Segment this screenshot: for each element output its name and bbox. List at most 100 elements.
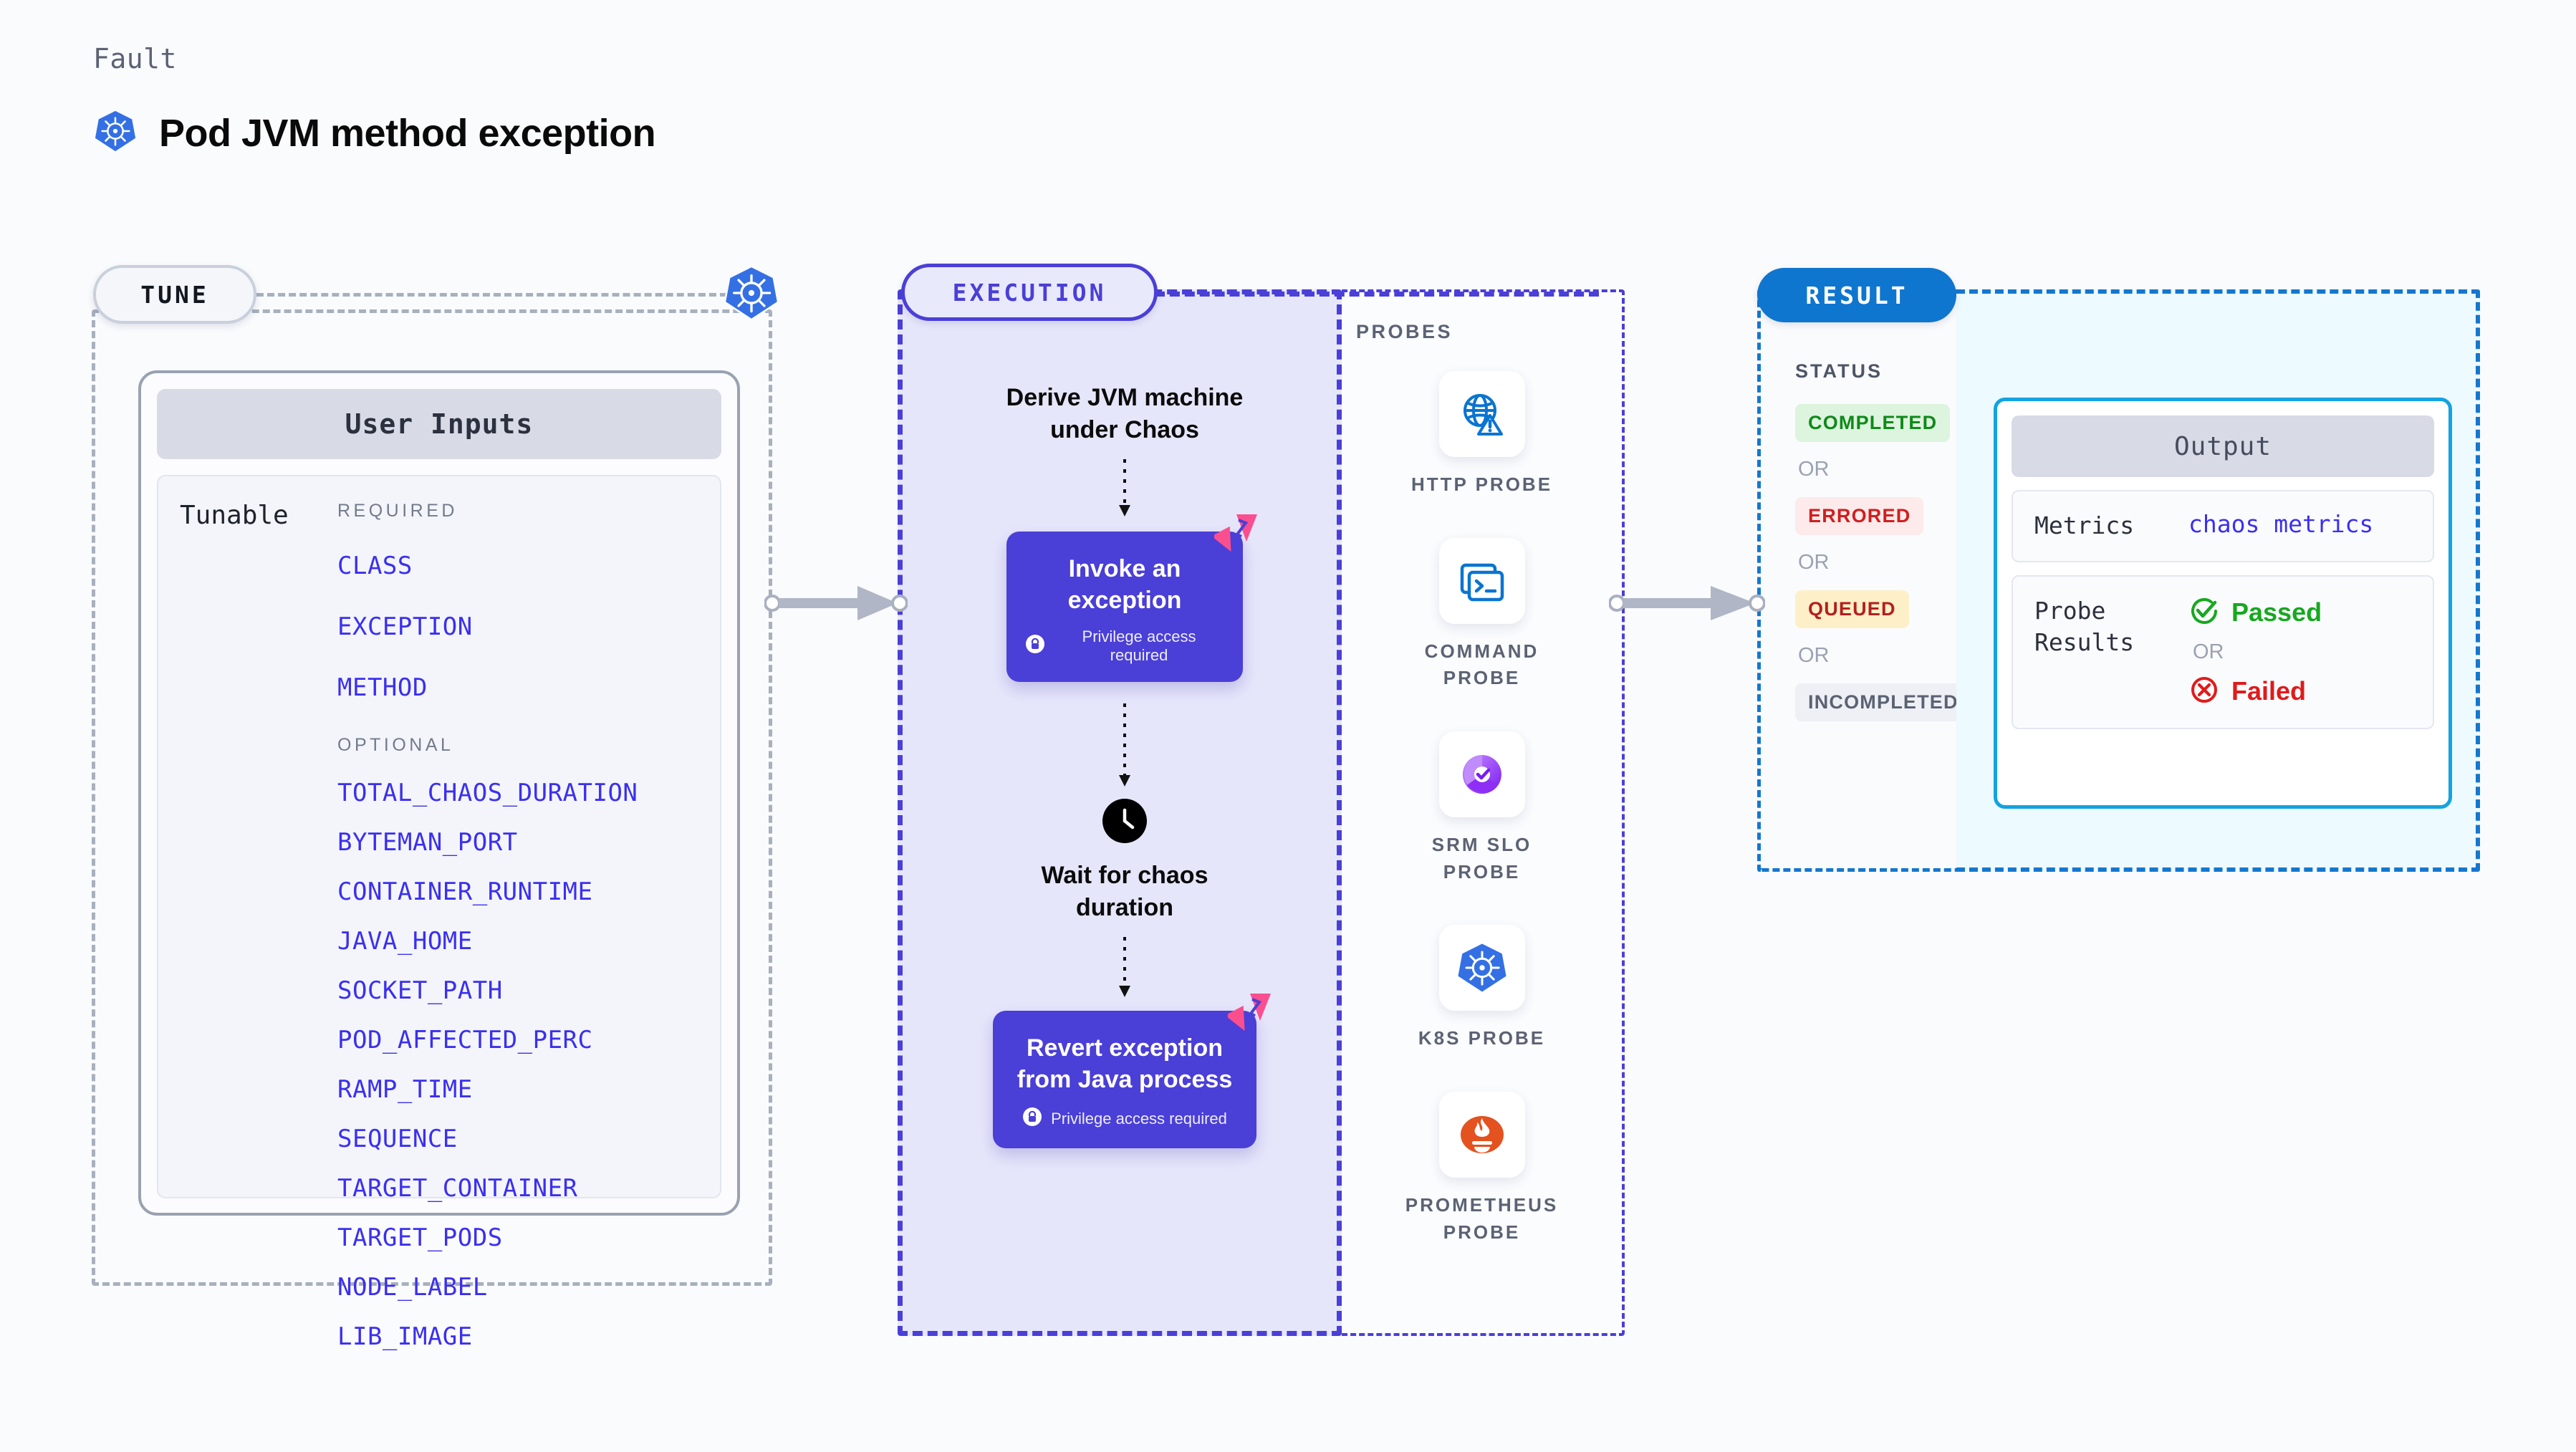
user-inputs-header: User Inputs — [157, 389, 721, 459]
or-separator: OR — [1798, 458, 1830, 481]
param-link[interactable]: TOTAL_CHAOS_DURATION — [337, 779, 638, 807]
param-link[interactable]: SOCKET_PATH — [337, 976, 503, 1005]
param-link[interactable]: METHOD — [337, 673, 428, 702]
probe-results-key: Probe Results — [2034, 596, 2135, 657]
execution-stage-pill[interactable]: EXECUTION — [901, 264, 1158, 321]
param-link[interactable]: NODE_LABEL — [337, 1273, 488, 1302]
execution-flow: Derive JVM machine under Chaos Invoke an… — [903, 294, 1347, 1331]
probe-item[interactable]: SRM SLO PROBE — [1393, 731, 1572, 885]
user-inputs-card: User Inputs Tunable REQUIRED CLASS EXCEP… — [138, 370, 740, 1351]
lock-icon — [1022, 1107, 1042, 1131]
wait-chaos-caption: Wait for chaos duration — [1041, 862, 1208, 921]
tune-stage-panel: User Inputs Tunable REQUIRED CLASS EXCEP… — [92, 309, 772, 1351]
dotted-arrow-down — [1116, 703, 1133, 793]
page-title: Pod JVM method exception — [159, 111, 656, 155]
status-badge-queued: QUEUED — [1795, 590, 1909, 628]
prometheus-icon — [1438, 1092, 1525, 1178]
param-link[interactable]: TARGET_CONTAINER — [337, 1174, 578, 1203]
dotted-arrow-down — [1116, 458, 1133, 523]
probe-verdicts: Passed OR Failed — [2188, 595, 2322, 709]
probe-label: PROMETHEUS PROBE — [1405, 1194, 1559, 1243]
probe-label: HTTP PROBE — [1410, 473, 1553, 495]
optional-group-title: OPTIONAL — [337, 735, 454, 755]
param-link[interactable]: BYTEMAN_PORT — [337, 828, 518, 857]
verdict-failed-label: Failed — [2231, 676, 2307, 706]
globe-warning-icon — [1438, 371, 1525, 457]
verdict-passed: Passed — [2188, 595, 2322, 630]
privilege-note-text: Privilege access required — [1051, 1110, 1227, 1128]
param-link[interactable]: CONTAINER_RUNTIME — [337, 878, 593, 906]
verdict-failed: Failed — [2188, 674, 2322, 709]
probe-item[interactable]: COMMAND PROBE — [1393, 537, 1572, 692]
result-stage-pill[interactable]: RESULT — [1757, 268, 1956, 322]
srm-slo-icon — [1438, 731, 1525, 818]
user-inputs-body: Tunable REQUIRED CLASS EXCEPTION METHOD … — [157, 475, 721, 1351]
flow-arrow-execution-result — [1608, 582, 1766, 628]
check-circle-icon — [2188, 595, 2220, 630]
tune-stage-pill[interactable]: TUNE — [93, 265, 256, 324]
status-options-list: COMPLETED OR ERRORED OR QUEUED OR INCOMP… — [1795, 404, 1971, 721]
kubernetes-icon — [93, 109, 138, 157]
probe-item[interactable]: K8S PROBE — [1393, 925, 1572, 1052]
privilege-note-text: Privilege access required — [1082, 628, 1196, 665]
lock-icon — [1025, 634, 1045, 658]
tune-connector-dash — [256, 293, 738, 297]
invoke-exception-block[interactable]: Invoke an exception Privilege access req… — [1006, 514, 1257, 683]
kubernetes-icon — [1438, 925, 1525, 1011]
probe-label: COMMAND PROBE — [1424, 640, 1539, 689]
output-header: Output — [2012, 415, 2434, 477]
result-output-area: Output Metrics chaos metrics Probe Resul… — [1956, 289, 2480, 872]
status-badge-completed: COMPLETED — [1795, 404, 1951, 442]
probes-panel: HTTP PROBE COMMAND PROBE — [1342, 289, 1625, 1336]
x-circle-icon — [2188, 674, 2220, 709]
metrics-link[interactable]: chaos metrics — [2188, 510, 2374, 538]
metrics-row: Metrics chaos metrics — [2012, 490, 2434, 562]
optional-params-list: TOTAL_CHAOS_DURATION BYTEMAN_PORT CONTAI… — [337, 779, 720, 1351]
probe-results-row: Probe Results Passed OR — [2012, 574, 2434, 729]
probes-list: HTTP PROBE COMMAND PROBE — [1342, 371, 1622, 1246]
status-badge-errored: ERRORED — [1795, 497, 1924, 535]
probe-item[interactable]: HTTP PROBE — [1393, 371, 1572, 499]
flow-arrow-tune-execution — [764, 582, 908, 628]
param-link[interactable]: JAVA_HOME — [337, 927, 473, 956]
title-row: Pod JVM method exception — [93, 109, 656, 157]
required-group-title: REQUIRED — [337, 501, 458, 521]
param-link[interactable]: SEQUENCE — [337, 1125, 458, 1153]
result-status-area: STATUS COMPLETED OR ERRORED OR QUEUED OR… — [1757, 289, 1971, 872]
param-link[interactable]: POD_AFFECTED_PERC — [337, 1026, 593, 1054]
param-link[interactable]: EXCEPTION — [337, 612, 473, 641]
output-card: Output Metrics chaos metrics Probe Resul… — [1994, 398, 2452, 809]
or-separator: OR — [2193, 640, 2224, 663]
required-params-list: CLASS EXCEPTION METHOD — [337, 552, 720, 702]
page-header: Fault Pod JVM method exception — [93, 43, 656, 157]
dotted-arrow-down — [1116, 936, 1133, 1004]
param-link[interactable]: LIB_IMAGE — [337, 1322, 473, 1351]
metrics-key: Metrics — [2034, 511, 2135, 539]
chaos-logo-icon — [1211, 513, 1259, 558]
param-link[interactable]: RAMP_TIME — [337, 1075, 473, 1104]
verdict-passed-label: Passed — [2231, 597, 2322, 628]
fault-kicker: Fault — [93, 43, 177, 74]
kubernetes-icon — [722, 264, 781, 326]
privilege-note: Privilege access required — [1011, 1107, 1238, 1131]
param-link[interactable]: CLASS — [337, 552, 413, 580]
revert-exception-block[interactable]: Revert exception from Java process Privi… — [993, 993, 1271, 1149]
execution-stage-panel: Derive JVM machine under Chaos Invoke an… — [898, 289, 1342, 1336]
invoke-exception-title: Invoke an exception — [1067, 554, 1182, 614]
probe-label: K8S PROBE — [1418, 1027, 1546, 1049]
or-separator: OR — [1798, 644, 1830, 667]
parameters-column: REQUIRED CLASS EXCEPTION METHOD OPTIONAL… — [337, 501, 720, 1351]
or-separator: OR — [1798, 551, 1830, 574]
privilege-note: Privilege access required — [1025, 628, 1224, 665]
derive-jvm-caption: Derive JVM machine under Chaos — [1006, 384, 1244, 443]
param-link[interactable]: TARGET_PODS — [337, 1223, 503, 1252]
probe-item[interactable]: PROMETHEUS PROBE — [1393, 1092, 1572, 1246]
probes-section-label: PROBES — [1356, 321, 1453, 342]
clock-icon — [1102, 799, 1147, 847]
status-badge-incompleted: INCOMPLETED — [1795, 683, 1971, 721]
execution-connector-dash — [1155, 292, 1599, 297]
status-label: STATUS — [1795, 360, 1883, 382]
terminal-icon — [1438, 537, 1525, 624]
probe-label: SRM SLO PROBE — [1431, 834, 1532, 883]
tunable-label: Tunable — [180, 501, 289, 530]
